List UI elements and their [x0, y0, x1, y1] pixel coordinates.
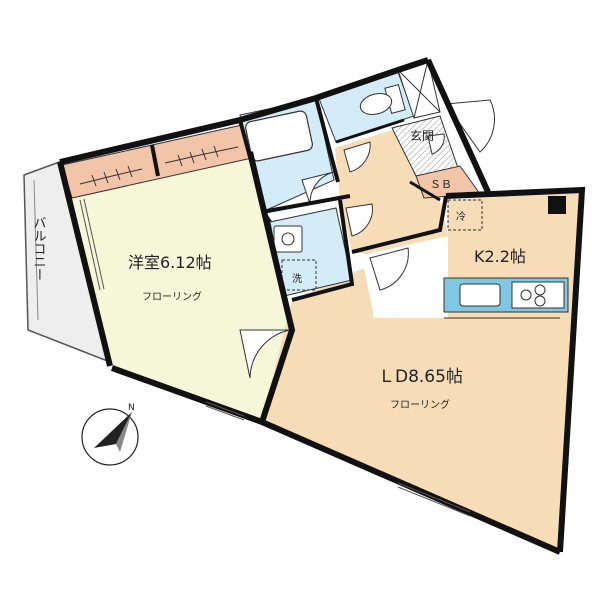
western-room-name: 洋室6.12帖	[128, 253, 212, 272]
doors	[239, 99, 495, 379]
wash-basin	[273, 225, 303, 253]
kitchen-sink	[459, 283, 501, 307]
fridge-space	[447, 199, 483, 231]
compass: N	[81, 403, 139, 466]
compass-north-label: N	[128, 403, 135, 413]
kitchen-name: K2.2帖	[474, 247, 526, 266]
windows	[79, 198, 471, 517]
bathtub	[245, 110, 313, 162]
balcony-label: バルコニー	[31, 216, 47, 281]
washer-label: 洗	[292, 273, 302, 285]
fridge-label: 冷	[456, 210, 466, 223]
ldk-name: ＬD8.65帖	[378, 367, 463, 387]
ldk-floor-type: フローリング	[390, 398, 450, 411]
stove	[511, 281, 565, 309]
entrance-label: 玄関	[410, 128, 434, 143]
toilet-fixture	[359, 84, 406, 116]
western-room-floor	[72, 153, 292, 420]
western-room-floor-type: フローリング	[142, 290, 202, 303]
shoebox-label: ＳＢ	[430, 178, 452, 191]
